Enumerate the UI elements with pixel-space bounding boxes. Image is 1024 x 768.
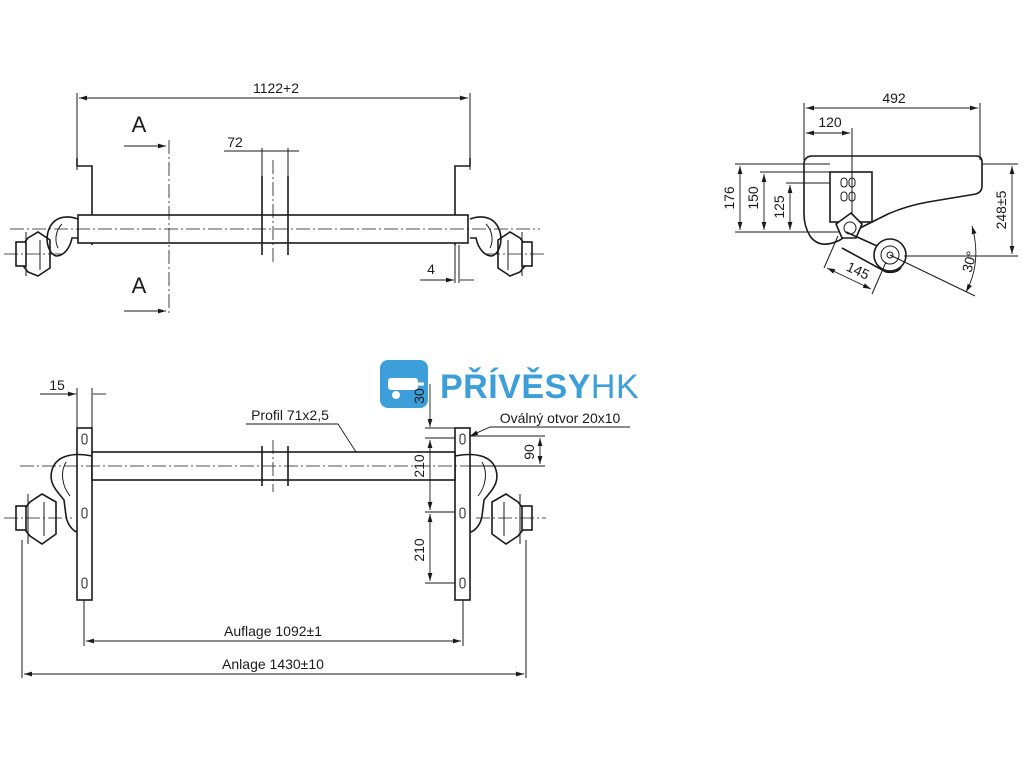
offset-label: 4 bbox=[427, 261, 435, 277]
section-label-top: A bbox=[132, 112, 147, 137]
profile-label: Profil 71x2,5 bbox=[251, 407, 329, 423]
brand-name: PŘÍVĚSYHK bbox=[440, 368, 639, 406]
h2-label: 150 bbox=[745, 186, 761, 210]
h3-label: 125 bbox=[771, 195, 787, 219]
section-label-bottom: A bbox=[132, 273, 147, 298]
top-view: 15 Profil 71x2,5 Oválný otvor 20x10 30 2… bbox=[4, 377, 630, 678]
dist-lower-label: 210 bbox=[411, 538, 427, 562]
h1-label: 176 bbox=[721, 186, 737, 210]
slot-label: Oválný otvor 20x10 bbox=[500, 410, 621, 426]
dist-right-label: 90 bbox=[521, 444, 537, 460]
length-label: 492 bbox=[882, 90, 906, 106]
anlage-label: Anlage 1430±10 bbox=[222, 656, 324, 672]
angle-label: 30° bbox=[959, 249, 980, 274]
spacing-label: 72 bbox=[227, 134, 243, 150]
dist-upper-label: 210 bbox=[411, 454, 427, 478]
top-offset-label: 120 bbox=[818, 114, 842, 130]
overall-width-label: 1122+2 bbox=[253, 80, 299, 96]
front-view: 1122+2 72 A A bbox=[4, 80, 544, 315]
brand-logo: PŘÍVĚSYHK bbox=[380, 360, 639, 408]
side-view: 492 120 176 150 125 248±5 bbox=[721, 90, 1018, 297]
height-label: 248±5 bbox=[993, 190, 1009, 229]
auflage-label: Auflage 1092±1 bbox=[224, 623, 322, 639]
flange-label: 15 bbox=[49, 377, 65, 393]
hole-top-label: 30 bbox=[411, 388, 427, 404]
